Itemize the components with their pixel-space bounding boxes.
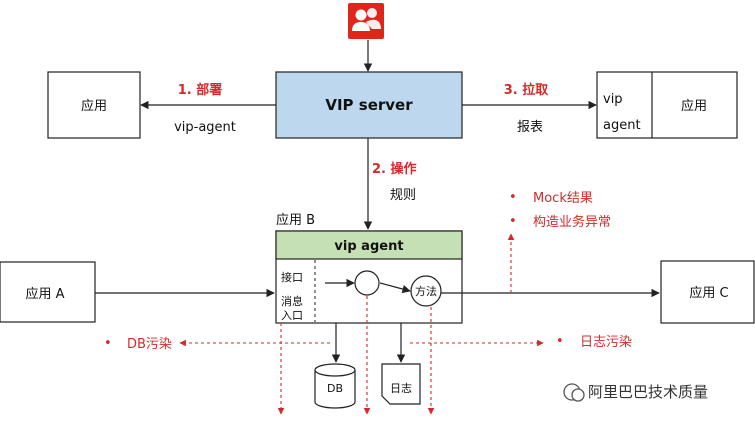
users-icon bbox=[348, 3, 384, 39]
vip-agent-bar bbox=[275, 230, 463, 260]
deploy-sublabel: vip-agent bbox=[174, 120, 236, 135]
right-app-box bbox=[596, 71, 738, 139]
pull-label: 3. 拉取 bbox=[504, 82, 550, 98]
operate-label: 2. 操作 bbox=[372, 161, 417, 177]
vip-server-box bbox=[275, 71, 463, 139]
right-app-label: 应用 bbox=[681, 98, 707, 114]
left-app-box bbox=[47, 71, 141, 139]
app-b-title: 应用 B bbox=[276, 212, 315, 228]
app-a-box bbox=[0, 261, 96, 323]
watermark-label: 阿里巴巴技术质量 bbox=[588, 383, 708, 401]
left-app-label: 应用 bbox=[81, 98, 107, 114]
app-c-box bbox=[660, 260, 755, 324]
vip-agent-label: vip agent bbox=[334, 239, 403, 254]
bullet-dot-2: • bbox=[509, 214, 517, 229]
log-label: 日志 bbox=[390, 382, 412, 395]
method-node bbox=[410, 275, 442, 307]
interceptor-node bbox=[354, 270, 380, 296]
message-label-2: 入口 bbox=[281, 309, 303, 322]
message-label-1: 消息 bbox=[281, 294, 303, 308]
method-label: 方法 bbox=[415, 284, 437, 298]
db-label: DB bbox=[327, 382, 343, 395]
bullet-dot-1: • bbox=[509, 190, 517, 205]
log-pollution-label: 日志污染 bbox=[580, 335, 632, 350]
db-pollution-label: DB污染 bbox=[127, 337, 172, 352]
right-agent-label-2: agent bbox=[603, 118, 641, 133]
vip-server-label: VIP server bbox=[325, 96, 413, 114]
log-pollution-dot: • bbox=[556, 334, 564, 349]
right-agent-label-1: vip bbox=[603, 92, 623, 107]
app-a-label: 应用 A bbox=[25, 286, 64, 302]
app-c-label: 应用 C bbox=[689, 285, 728, 301]
log-document-icon bbox=[381, 363, 421, 405]
db-icon bbox=[314, 363, 356, 409]
operate-sublabel: 规则 bbox=[390, 188, 416, 203]
bullet-mock-result: Mock结果 bbox=[533, 191, 593, 206]
bullet-business-exception: 构造业务异常 bbox=[533, 214, 611, 230]
deploy-label: 1. 部署 bbox=[178, 82, 223, 98]
db-pollution-dot: • bbox=[104, 336, 112, 351]
internal-arrow-2 bbox=[379, 282, 411, 294]
wechat-logo-icon bbox=[563, 383, 585, 402]
interface-label: 接口 bbox=[281, 271, 303, 284]
pull-sublabel: 报表 bbox=[517, 120, 543, 135]
